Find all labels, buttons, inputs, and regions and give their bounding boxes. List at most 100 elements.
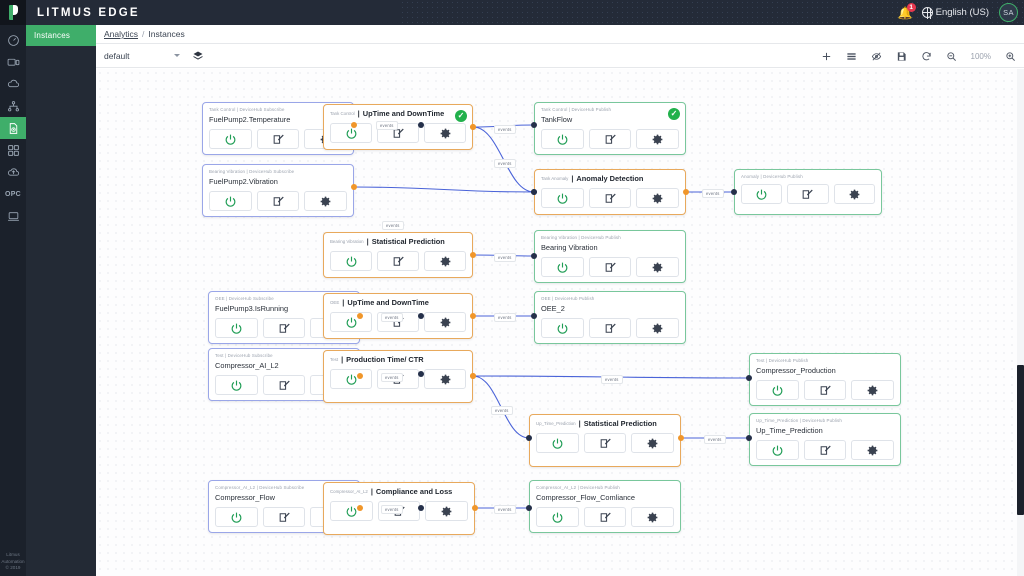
- node-output-port[interactable]: [351, 184, 357, 190]
- power-button[interactable]: [741, 184, 783, 205]
- edit-button[interactable]: [256, 191, 300, 212]
- edit-button[interactable]: [262, 507, 306, 528]
- edit-button[interactable]: [262, 318, 306, 339]
- power-button[interactable]: [536, 433, 579, 453]
- settings-button[interactable]: [851, 440, 895, 461]
- power-button[interactable]: [330, 312, 372, 332]
- edit-button[interactable]: [583, 507, 627, 528]
- edit-button[interactable]: [256, 129, 300, 150]
- sidebar-item-instances[interactable]: Instances: [26, 25, 96, 46]
- settings-button[interactable]: [424, 251, 466, 271]
- node-input-port[interactable]: [526, 505, 532, 511]
- power-button[interactable]: [215, 375, 258, 396]
- rail-item-analytics[interactable]: [0, 117, 26, 139]
- flow-node[interactable]: Up_Time_Prediction|Statistical Predictio…: [529, 414, 681, 467]
- settings-button[interactable]: [851, 380, 895, 401]
- edit-button[interactable]: [803, 380, 847, 401]
- language-selector[interactable]: English (US): [921, 7, 989, 19]
- rail-item-cloud[interactable]: [0, 73, 26, 95]
- power-button[interactable]: [541, 318, 584, 339]
- edit-button[interactable]: [588, 129, 632, 150]
- settings-button[interactable]: [636, 129, 680, 150]
- node-output-port[interactable]: [678, 435, 684, 441]
- node-input-port[interactable]: [418, 505, 424, 511]
- add-button[interactable]: [821, 51, 832, 62]
- avatar[interactable]: SA: [999, 3, 1018, 22]
- settings-button[interactable]: [636, 257, 680, 278]
- settings-button[interactable]: [631, 433, 675, 453]
- flow-node[interactable]: Anomaly | DeviceHub Publish: [734, 169, 882, 215]
- edit-button[interactable]: [583, 433, 627, 453]
- node-output-port[interactable]: [357, 313, 363, 319]
- node-input-port[interactable]: [526, 435, 532, 441]
- logo-button[interactable]: [0, 0, 26, 25]
- zoom-in-button[interactable]: [1005, 51, 1016, 62]
- power-button[interactable]: [330, 369, 372, 389]
- power-button[interactable]: [330, 251, 372, 271]
- node-output-port[interactable]: [683, 189, 689, 195]
- node-output-port[interactable]: [351, 122, 357, 128]
- edit-button[interactable]: [262, 375, 306, 396]
- hide-button[interactable]: [871, 51, 882, 62]
- zoom-out-button[interactable]: [946, 51, 957, 62]
- node-input-port[interactable]: [531, 122, 537, 128]
- rail-item-integration[interactable]: [0, 95, 26, 117]
- power-button[interactable]: [541, 188, 584, 208]
- power-button[interactable]: [215, 507, 258, 528]
- rail-item-applications[interactable]: [0, 139, 26, 161]
- edit-button[interactable]: [588, 188, 632, 208]
- canvas-scrollbar[interactable]: [1017, 69, 1024, 576]
- node-input-port[interactable]: [746, 375, 752, 381]
- flow-node[interactable]: Test|Production Time/ CTR: [323, 350, 473, 403]
- power-button[interactable]: [330, 123, 372, 143]
- flow-node[interactable]: Tank Control|UpTime and DownTime✓: [323, 104, 473, 150]
- settings-button[interactable]: [833, 184, 875, 205]
- layers-button[interactable]: [192, 50, 204, 62]
- node-output-port[interactable]: [470, 373, 476, 379]
- power-button[interactable]: [215, 318, 258, 339]
- node-input-port[interactable]: [531, 253, 537, 259]
- node-output-port[interactable]: [357, 373, 363, 379]
- edit-button[interactable]: [377, 251, 419, 271]
- node-output-port[interactable]: [470, 252, 476, 258]
- settings-button[interactable]: [636, 188, 680, 208]
- power-button[interactable]: [756, 380, 799, 401]
- power-button[interactable]: [536, 507, 579, 528]
- settings-button[interactable]: [424, 369, 466, 389]
- edit-button[interactable]: [588, 257, 632, 278]
- settings-button[interactable]: [425, 501, 469, 521]
- canvas-scrollbar-thumb[interactable]: [1017, 365, 1024, 515]
- power-button[interactable]: [330, 501, 373, 521]
- settings-button[interactable]: [424, 312, 466, 332]
- flow-node[interactable]: Bearing Vibration|Statistical Prediction: [323, 232, 473, 278]
- power-button[interactable]: [209, 191, 252, 212]
- node-input-port[interactable]: [418, 371, 424, 377]
- flow-select[interactable]: default: [104, 51, 182, 61]
- breadcrumb-analytics[interactable]: Analytics: [104, 29, 139, 39]
- power-button[interactable]: [756, 440, 799, 461]
- node-input-port[interactable]: [531, 189, 537, 195]
- node-output-port[interactable]: [470, 124, 476, 130]
- rail-item-devicehub[interactable]: [0, 51, 26, 73]
- rail-item-deploy[interactable]: [0, 161, 26, 183]
- edit-button[interactable]: [588, 318, 632, 339]
- power-button[interactable]: [209, 129, 252, 150]
- settings-button[interactable]: [304, 191, 348, 212]
- power-button[interactable]: [541, 129, 584, 150]
- rail-item-dashboard[interactable]: [0, 29, 26, 51]
- flow-node[interactable]: Tank Anomaly|Anomaly Detection: [534, 169, 686, 215]
- settings-button[interactable]: [636, 318, 680, 339]
- node-input-port[interactable]: [731, 189, 737, 195]
- grid-button[interactable]: [846, 51, 857, 62]
- node-input-port[interactable]: [418, 122, 424, 128]
- save-button[interactable]: [896, 51, 907, 62]
- node-output-port[interactable]: [470, 313, 476, 319]
- node-output-port[interactable]: [357, 505, 363, 511]
- node-input-port[interactable]: [418, 313, 424, 319]
